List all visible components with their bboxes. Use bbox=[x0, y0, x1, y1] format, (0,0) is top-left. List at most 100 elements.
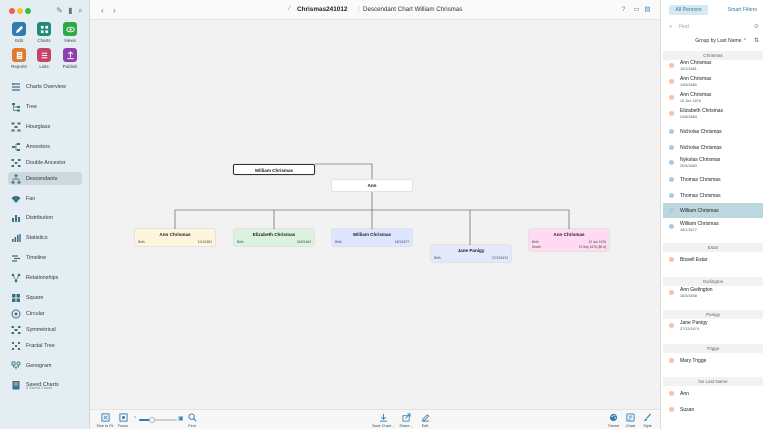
back-button[interactable]: ‹ bbox=[101, 6, 104, 15]
publish-toolbar-button[interactable]: Publish bbox=[58, 48, 82, 69]
edit-chart-button[interactable]: Edit bbox=[419, 413, 431, 428]
find-field[interactable]: ⌕ Find ⚙ bbox=[667, 22, 759, 32]
search-person-icon[interactable]: ⌕ bbox=[78, 6, 83, 15]
views-toolbar-button[interactable]: Views bbox=[58, 22, 82, 43]
person-date: 20/4/1683 bbox=[680, 164, 697, 168]
person-list-item[interactable]: Thomas Chrismas bbox=[663, 172, 763, 187]
person-date: 16/3/1658 bbox=[680, 294, 697, 298]
person-list-item[interactable]: William Chrismas bbox=[663, 203, 763, 218]
zoom-slider-knob[interactable] bbox=[149, 417, 156, 423]
find-button[interactable]: Find bbox=[186, 413, 198, 428]
palette-icon bbox=[609, 413, 618, 422]
person-card-name: Jane Panigy bbox=[457, 248, 485, 253]
find-placeholder: Find bbox=[679, 24, 689, 30]
tag-icon[interactable]: ✎ bbox=[56, 6, 63, 15]
minimize-window-button[interactable] bbox=[17, 8, 23, 14]
sidebar-item-genogram[interactable]: Genogram bbox=[8, 359, 82, 372]
sidebar-item-distribution[interactable]: Distribution bbox=[8, 211, 82, 224]
birth-date: 10/1/1681 bbox=[197, 240, 212, 244]
chart-title: Descendant Chart William Chrismas bbox=[363, 6, 463, 13]
group-by-popup[interactable]: Group by Last Name ⌃ ⇅ bbox=[667, 36, 759, 46]
symmetrical-icon bbox=[11, 325, 21, 335]
sidebar-item-ancestors[interactable]: Ancestors bbox=[8, 140, 82, 153]
zoom-in-icon[interactable]: ▣ bbox=[178, 416, 184, 422]
inspector-toggle-icon[interactable]: ▤ bbox=[644, 6, 651, 13]
person-name: Jane Panigy bbox=[680, 320, 708, 326]
connector-lines bbox=[174, 163, 570, 245]
size-to-fit-button[interactable]: Size to Fit bbox=[95, 413, 115, 428]
theme-button[interactable]: Theme bbox=[606, 413, 621, 428]
sidebar-item-double-ancestor[interactable]: Double Ancestor bbox=[8, 156, 82, 169]
smart-filters-tab[interactable]: Smart Filters bbox=[727, 7, 757, 13]
close-window-button[interactable] bbox=[9, 8, 15, 14]
person-list-item[interactable]: Thomas Chrismas bbox=[663, 188, 763, 203]
person-list-item[interactable]: Ann bbox=[663, 386, 763, 401]
sidebar-item-symmetrical[interactable]: Symmetrical bbox=[8, 323, 82, 336]
person-name: William Chrismas bbox=[680, 208, 719, 214]
zoom-slider[interactable] bbox=[139, 417, 177, 423]
sidebar-item-hourglass[interactable]: Hourglass bbox=[8, 120, 82, 133]
edit-toolbar-button[interactable]: Edit bbox=[7, 22, 31, 43]
person-list-item[interactable]: Mary Trigge bbox=[663, 353, 763, 368]
sidebar-item-relationships[interactable]: Relationships bbox=[8, 271, 82, 284]
sidebar-item-timeline[interactable]: Timeline bbox=[8, 251, 82, 264]
zoom-window-button[interactable] bbox=[25, 8, 31, 14]
lists-toolbar-button[interactable]: Lists bbox=[32, 48, 56, 69]
all-persons-tab[interactable]: All Persons bbox=[669, 5, 708, 15]
sidebar-item-label: Relationships bbox=[26, 274, 59, 281]
person-list-item[interactable]: Bissell Estar bbox=[663, 252, 763, 267]
sidebar-item-fractal-tree[interactable]: Fractal Tree bbox=[8, 339, 82, 352]
focus-button[interactable]: Focus bbox=[116, 413, 130, 428]
sidebar-item-saved-charts[interactable]: Saved Charts bbox=[8, 378, 82, 391]
chart-settings-button[interactable]: Chart bbox=[624, 413, 637, 428]
sort-icon[interactable]: ⇅ bbox=[753, 38, 759, 44]
person-date: 14/5/1680 bbox=[680, 83, 697, 87]
style-button[interactable]: Style bbox=[641, 413, 654, 428]
spouse-card[interactable]: Ann bbox=[332, 180, 412, 191]
sidebar-item-fan[interactable]: Fan bbox=[8, 192, 82, 205]
person-list-item[interactable]: Susan bbox=[663, 402, 763, 417]
sidebar-item-descendants[interactable]: Descendants bbox=[8, 172, 82, 185]
save-chart-button[interactable]: Save Chart... bbox=[372, 413, 394, 428]
section-header: Gwlington bbox=[663, 277, 763, 286]
zoom-out-icon[interactable]: ▫ bbox=[134, 415, 137, 421]
root-person-card[interactable]: William Chrismas bbox=[233, 164, 315, 175]
genogram-icon bbox=[11, 360, 21, 371]
male-sex-icon bbox=[669, 224, 674, 229]
sidebar-item-circular[interactable]: Circular bbox=[8, 307, 82, 320]
bookmark-icon[interactable]: ▮ bbox=[68, 6, 73, 15]
help-icon[interactable]: ? bbox=[621, 6, 626, 13]
sidebar-item-statistics[interactable]: Statistics bbox=[8, 231, 82, 244]
death-label: Death bbox=[532, 245, 541, 249]
sidebar-item-square[interactable]: Square bbox=[8, 291, 82, 304]
sidebar-item-tree[interactable]: Tree bbox=[8, 100, 82, 113]
person-list-item[interactable]: Nicholas Chrismas bbox=[663, 124, 763, 139]
gear-icon[interactable]: ⚙ bbox=[753, 24, 759, 30]
share-button[interactable]: Share... bbox=[398, 413, 414, 428]
male-sex-icon bbox=[669, 193, 674, 198]
birth-label: Birth bbox=[532, 240, 539, 244]
person-list-item[interactable]: Nicholas Chrismas bbox=[663, 140, 763, 155]
birth-date: 24/8/1684 bbox=[296, 240, 311, 244]
sidebar-item-charts-overview[interactable]: Charts Overview bbox=[8, 80, 82, 93]
reports-toolbar-button[interactable]: Reports bbox=[7, 48, 31, 69]
female-sex-icon bbox=[669, 323, 674, 328]
sidebar-toggle-icon[interactable]: ▭ bbox=[633, 6, 640, 13]
forward-button[interactable]: › bbox=[113, 6, 116, 15]
charts-toolbar-button[interactable]: Charts bbox=[32, 22, 56, 43]
